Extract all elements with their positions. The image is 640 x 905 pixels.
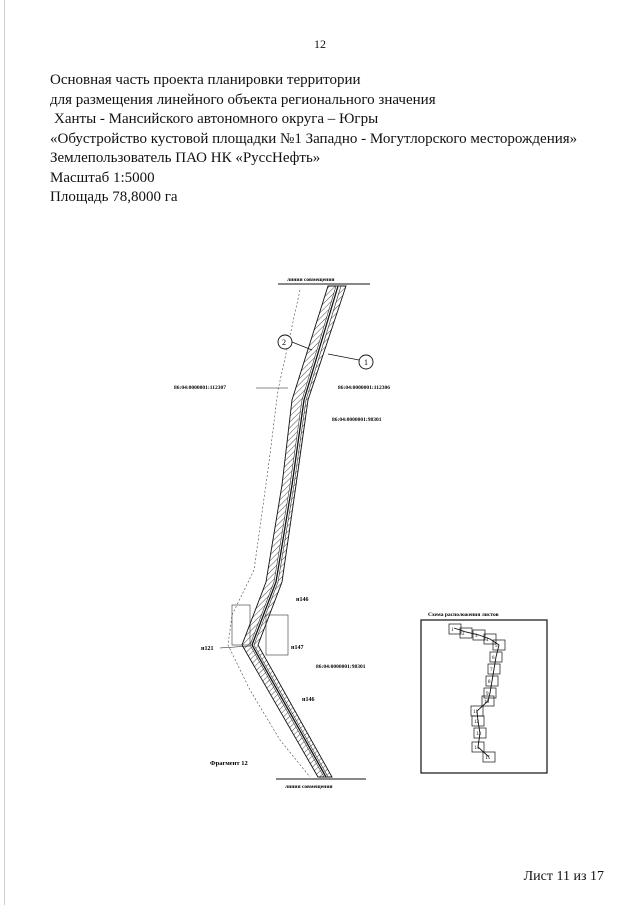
sheet-layout-inset: Схема расположения листов 1 2 3 4 5 6 7 …	[420, 612, 548, 774]
header-line-5: Землепользователь ПАО НК «РуссНефть»	[50, 150, 321, 166]
document-header: Основная часть проекта планировки террит…	[50, 71, 610, 208]
sheet-number-4: 4	[486, 638, 489, 643]
sheet-number-7: 7	[490, 668, 493, 673]
header-line-1: Основная часть проекта планировки террит…	[50, 72, 361, 88]
inset-route-line	[453, 627, 500, 758]
header-line-4: «Обустройство кустовой площадки №1 Запад…	[50, 130, 578, 147]
sheet-number-12: 12	[474, 720, 480, 725]
sheet-number-1: 1	[451, 628, 454, 633]
header-line-2: для размещения линейного объекта региона…	[50, 91, 436, 108]
corridor-inner	[249, 285, 342, 778]
sheet-box-3	[472, 629, 486, 641]
inset-title: Схема расположения листов	[428, 612, 499, 618]
bottom-match-label: линия совмещения	[285, 784, 332, 790]
sheet-box-13	[473, 727, 487, 739]
sheet-box-4	[483, 633, 497, 645]
sheet-number-13: 13	[476, 732, 482, 737]
header-line-3: Ханты - Мансийского автономного округа –…	[54, 111, 379, 127]
callout-1-number: 1	[364, 358, 368, 367]
sheet-number-14: 14	[474, 746, 480, 751]
top-match-label: линия совмещения	[287, 277, 334, 283]
point-label-n146-top: н146	[296, 597, 308, 603]
terrain-boundary	[227, 289, 311, 778]
callout-2-leader	[291, 341, 313, 351]
point-label-n147: н147	[291, 645, 303, 651]
parcel-label-112306: 86:04:0000001:112306	[338, 385, 390, 391]
sheet-number-5: 5	[495, 644, 498, 649]
sheet-number-6: 6	[492, 656, 495, 661]
parcel-label-112307: 86:04:0000001:112307	[174, 385, 226, 391]
sheet-number-8: 8	[488, 680, 491, 685]
sheet-number-footer: Лист 11 из 17	[523, 869, 604, 884]
page-number: 12	[314, 37, 326, 51]
corridor-outer	[241, 285, 347, 778]
parcel-label-98301-bottom: 86:04:0000001:98301	[316, 664, 366, 670]
sheet-box-10	[481, 695, 495, 707]
sheet-box-5	[492, 639, 506, 651]
sheet-box-14	[471, 741, 485, 753]
sheet-number-3: 3	[475, 634, 478, 639]
sheet-number-9: 9	[486, 692, 489, 697]
sheet-number-11: 11	[473, 710, 478, 715]
page-edge	[4, 0, 5, 905]
sheet-box-9	[483, 687, 497, 699]
sheet-box-15	[482, 751, 496, 763]
callout-1-circle	[358, 354, 374, 370]
sheet-box-7	[487, 663, 501, 675]
fragment-label: Фрагмент 12	[210, 760, 248, 767]
sheet-number-15: 15	[485, 756, 491, 761]
point-label-n146-bottom: н146	[302, 697, 314, 703]
point-label-n121: н121	[201, 646, 213, 652]
callout-1-leader	[327, 353, 360, 361]
bend-polygon-right	[265, 614, 289, 656]
callout-2-number: 2	[282, 338, 286, 347]
header-line-6: Масштаб 1:5000	[50, 169, 155, 186]
sheet-number-2: 2	[462, 632, 465, 637]
planning-drawing: линия совмещения 2 1 86:04:0000001:11230…	[174, 277, 390, 790]
header-line-7: Площадь 78,8000 га	[50, 189, 178, 205]
bend-polygon-left	[231, 604, 251, 646]
sheet-box-6	[489, 651, 503, 663]
sheet-box-1	[448, 623, 462, 635]
sheet-box-12	[471, 715, 485, 727]
point-leader-n121	[219, 645, 251, 649]
parcel-label-98301-top: 86:04:0000001:98301	[332, 417, 382, 423]
road-centerline	[251, 285, 339, 778]
sheet-box-8	[485, 675, 499, 687]
